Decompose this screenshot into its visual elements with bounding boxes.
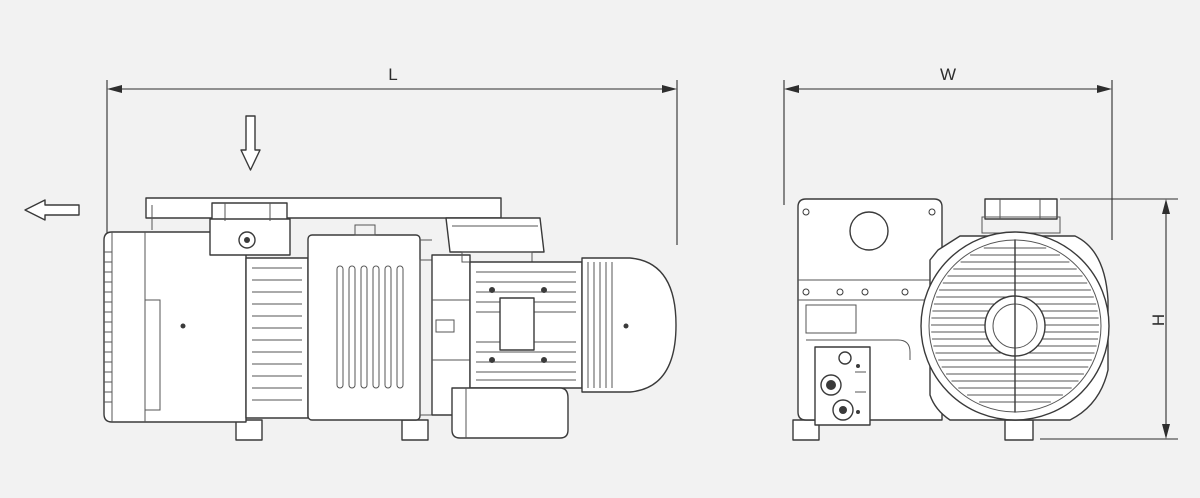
front-foot-right — [1004, 419, 1034, 441]
front-view: W H — [783, 65, 1178, 441]
height-label: H — [1149, 314, 1168, 326]
fan-grille — [920, 231, 1110, 421]
fan-cowl — [581, 257, 677, 393]
motor-base — [451, 387, 569, 439]
foot-left — [235, 419, 263, 441]
length-label: L — [388, 65, 397, 84]
width-dimension: W — [783, 65, 1113, 240]
coupling-housing — [307, 224, 433, 421]
terminal-box — [445, 217, 545, 263]
top-cover — [145, 197, 502, 219]
foot-right — [401, 419, 429, 441]
side-view: L — [24, 65, 678, 441]
outlet-arrow-icon — [24, 199, 80, 221]
front-inlet-flange — [981, 198, 1061, 234]
exhaust-housing — [103, 231, 247, 423]
inlet-flange — [209, 202, 291, 256]
oil-sight-block — [814, 346, 871, 426]
height-dimension: H — [1040, 198, 1178, 440]
inlet-arrow-icon — [240, 115, 261, 171]
motor-body — [469, 261, 583, 389]
length-dimension: L — [106, 65, 678, 245]
width-label: W — [940, 65, 956, 84]
pump-block — [245, 257, 309, 419]
